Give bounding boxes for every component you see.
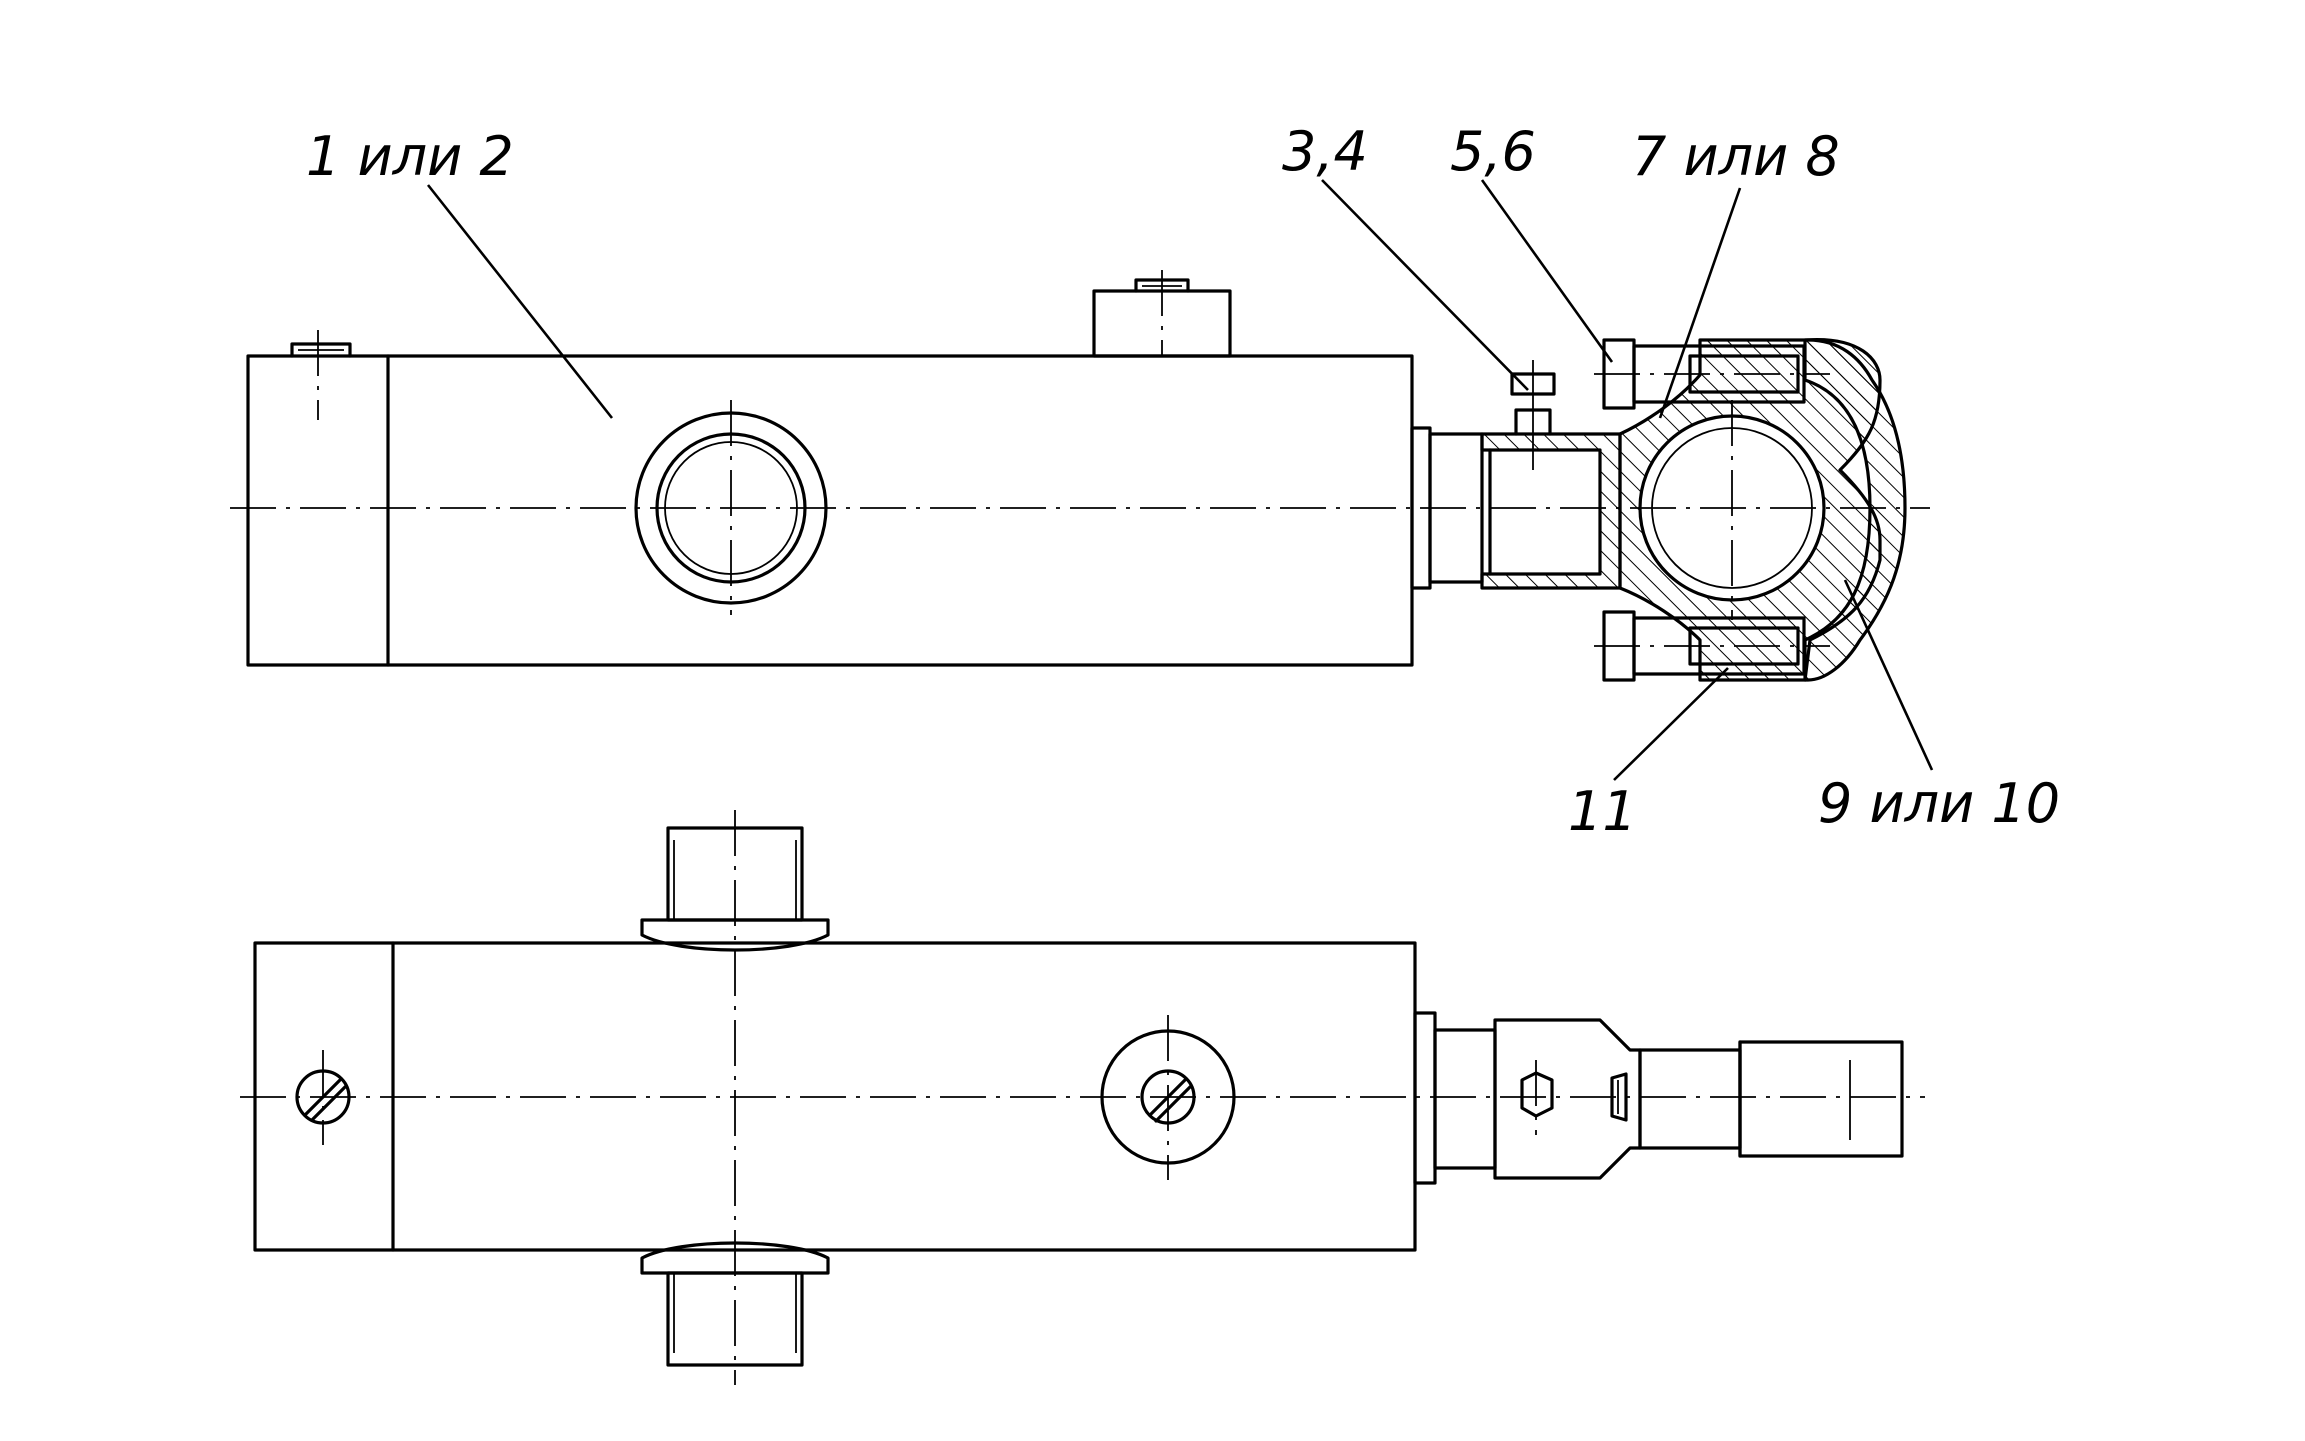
top-cylinder-body (246, 354, 1414, 667)
lower-bolt (1594, 610, 1830, 682)
leader-bolt (1613, 667, 1729, 781)
label-clamp: 7 или 8 (1632, 125, 1840, 188)
label-body: 1 или 2 (306, 125, 514, 188)
upper-bolt (1594, 338, 1830, 410)
label-bolt: 11 (1568, 780, 1637, 843)
bottom-view (240, 810, 1925, 1385)
leader-clamp (1658, 187, 1742, 419)
leader-lines (426, 179, 1934, 781)
cap-head (1803, 338, 1907, 682)
leader-nipple (1321, 179, 1529, 391)
sleeve-section (1480, 360, 1622, 590)
bottom-clamp (1493, 1018, 1642, 1180)
label-nipple: 3,4 (1282, 120, 1368, 183)
callout-labels: 1 или 2 3,4 5,6 7 или 8 11 9 или 10 (306, 120, 2060, 843)
top-view (230, 270, 1930, 682)
leader-cap (1843, 579, 1934, 771)
leader-screw (1480, 179, 1614, 363)
leader-body (426, 184, 614, 419)
bottom-rod-steps (1413, 1011, 1497, 1185)
top-fitting-block (1092, 270, 1232, 358)
bottom-rod (1638, 1040, 1904, 1158)
top-left-plug (290, 330, 352, 420)
label-cap: 9 или 10 (1818, 772, 2060, 835)
label-screw: 5,6 (1450, 120, 1536, 183)
